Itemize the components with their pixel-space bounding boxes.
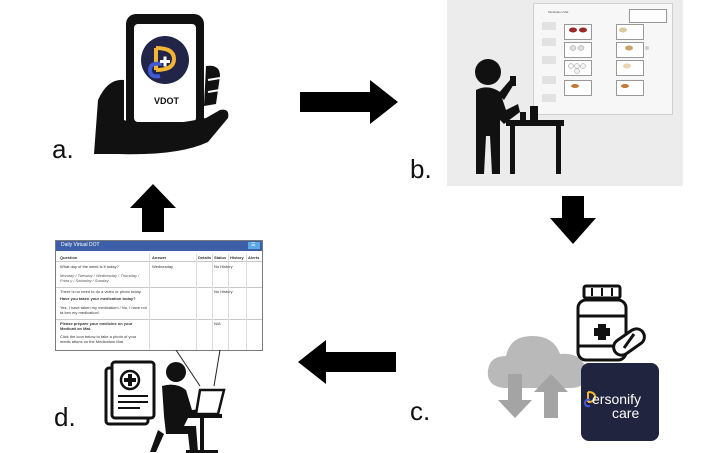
screenshot-title: Daily Virtual DOT [61, 242, 100, 248]
menu-icon: ☰ [251, 242, 256, 248]
row1-status: No History [214, 264, 233, 269]
screenshot-title-bar: Daily Virtual DOT ☰ [56, 241, 262, 251]
col-history: History [230, 255, 244, 260]
row1-question: What day of the week is it today? [60, 264, 119, 269]
person-taking-medication-icon [475, 59, 564, 174]
personify-logo-icon [583, 391, 597, 408]
col-answer: Answer [152, 255, 167, 260]
pills-on-mat [568, 27, 649, 88]
row2-question: Have you taken your medication today? [60, 296, 136, 301]
personify-care-logo [581, 363, 659, 441]
col-status: Status [214, 255, 227, 260]
step-label-c: c. [410, 396, 431, 426]
daily-vdot-screenshot: Daily Virtual DOT ☰ Question Answer Deta… [55, 240, 263, 351]
phone-in-hand-illustration [94, 14, 229, 155]
arrow-up-icon [130, 184, 176, 232]
hand-icon [94, 79, 229, 155]
col-question: Question [60, 255, 78, 260]
brand-wordmark: ersonify care [592, 392, 656, 420]
step-label-d: d. [54, 402, 76, 432]
arrow-down-icon [550, 196, 596, 244]
row1-answer: Wednesday [152, 264, 174, 269]
arrow-left-icon [298, 340, 396, 384]
arrow-right-icon [300, 80, 398, 124]
col-details: Details [198, 255, 212, 260]
row2-status: No History [214, 289, 233, 294]
menu-button[interactable]: ☰ [248, 242, 260, 249]
step-label-a: a. [52, 134, 74, 164]
row3-question: Please prepare your medicine on your Med… [60, 321, 133, 331]
brand-line-1: ersonify [592, 391, 642, 407]
row2-note: There is no need to do a video or photo … [60, 289, 142, 294]
cloud-sync-icon [487, 336, 587, 418]
medication-bottle-icon [576, 284, 646, 362]
mat-header-box [629, 9, 667, 23]
row3-status: N/A [214, 321, 221, 326]
col-alerts: Alerts [248, 255, 260, 260]
callout-lines [175, 350, 221, 387]
person-at-laptop-icon [104, 360, 226, 453]
mat-header: Medication Mat [548, 10, 569, 14]
row1-options: Monday / Tuesday / Wednesday / Thursday … [60, 273, 140, 283]
step-label-b: b. [410, 154, 432, 184]
row2-options: Yes, I have taken my medication! / No, I… [60, 305, 147, 315]
vdot-app-label: VDOT [154, 96, 180, 106]
row3-options: Click the icon below to take a photo of … [60, 334, 137, 344]
brand-line-2: care [612, 405, 640, 421]
